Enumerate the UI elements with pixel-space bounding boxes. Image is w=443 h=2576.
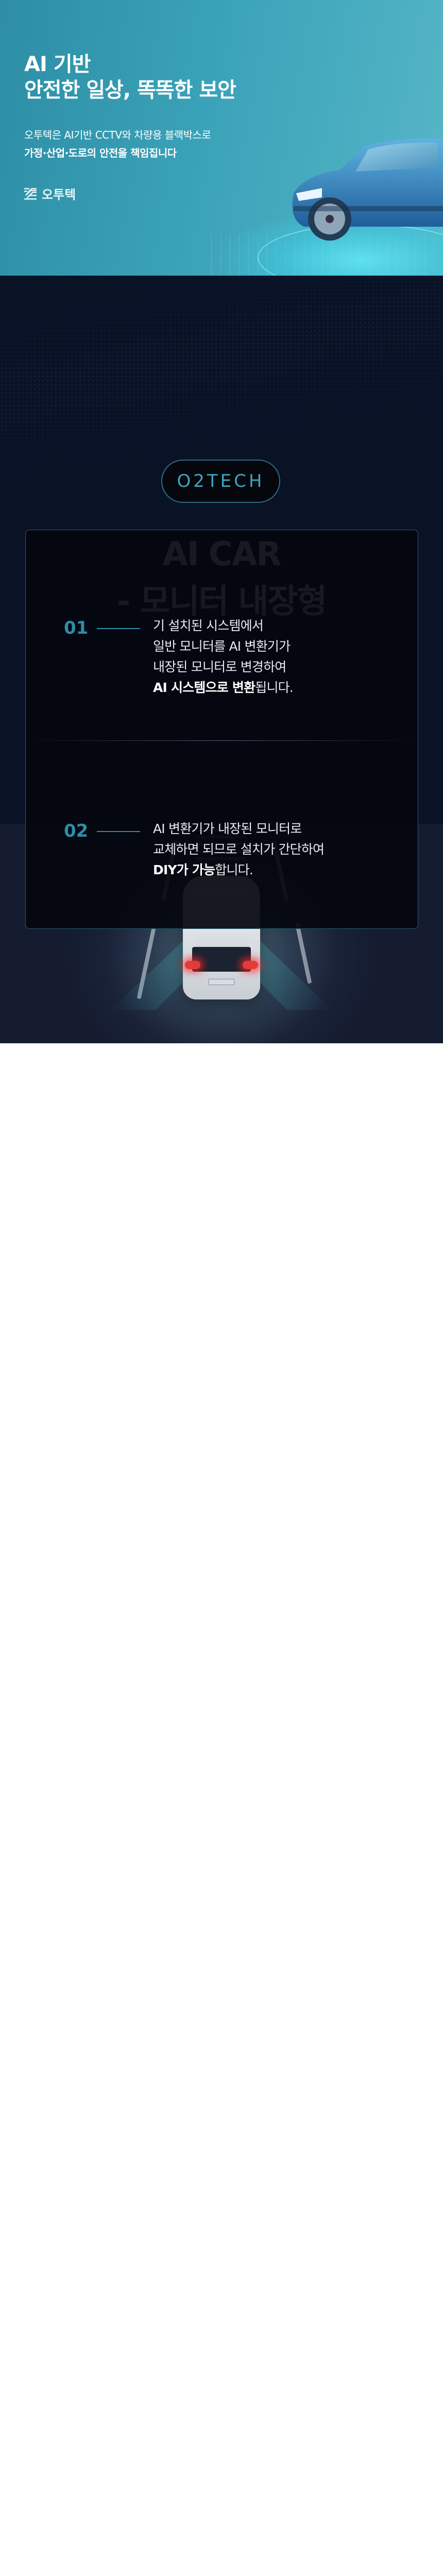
item-number: 02	[64, 821, 89, 841]
feature-card-area: 01 기 설치된 시스템에서 일반 모니터를 AI 변환기가 내장된 모니터로 …	[0, 505, 443, 969]
hero-title-line2: 안전한 일상, 똑똑한 보안	[24, 78, 236, 102]
item-text: AI 변환기가 내장된 모니터로 교체하면 되므로 설치가 간단하여 DIY가 …	[153, 819, 325, 880]
hero-subtitle: 오투텍은 AI기반 CCTV와 차량용 블랙박스로 가정·산업·도로의 안전을 …	[24, 126, 211, 162]
feature-card: 01 기 설치된 시스템에서 일반 모니터를 AI 변환기가 내장된 모니터로 …	[25, 530, 418, 929]
dot-wave-decoration	[0, 276, 443, 482]
card-divider	[26, 740, 417, 741]
item-text-line: DIY가 가능합니다.	[153, 860, 324, 880]
item-connector-line	[97, 628, 140, 629]
hero-title: AI 기반 안전한 일상, 똑똑한 보안	[24, 52, 236, 103]
item-text-line: AI 변환기가 내장된 모니터로	[153, 821, 302, 836]
brand-logo-text: 오투텍	[42, 188, 76, 202]
intro-section: O2TECH AI CAR - 모니터 내장형	[0, 276, 443, 1043]
brand-logo-icon	[24, 188, 37, 199]
item-text: 기 설치된 시스템에서 일반 모니터를 AI 변환기가 내장된 모니터로 변경하…	[153, 616, 294, 698]
item-text-line: AI 시스템으로 변환됩니다.	[153, 677, 294, 698]
item-text-line: 일반 모니터를 AI 변환기가	[153, 639, 291, 654]
product-detail-page: AI 기반 안전한 일상, 똑똑한 보안 오투텍은 AI기반 CCTV와 차량용…	[0, 0, 443, 1043]
item-text-rest: 합니다.	[215, 862, 253, 877]
hero-subtitle-line2: 가정·산업·도로의 안전을 책임집니다	[24, 147, 177, 159]
car-rear-window	[192, 947, 251, 972]
item-connector-line	[97, 831, 140, 832]
item-text-line: 교체하면 되므로 설치가 간단하여	[153, 842, 325, 857]
item-text-line: 기 설치된 시스템에서	[153, 618, 264, 633]
tail-light-left	[185, 961, 200, 969]
tail-light-right	[243, 961, 258, 969]
brand-logo: 오투텍	[24, 184, 76, 202]
license-plate	[209, 979, 234, 985]
item-text-line: 내장된 모니터로 변경하여	[153, 659, 286, 674]
item-number: 01	[64, 618, 89, 638]
sedan-car-image	[292, 139, 443, 241]
hero-title-line1: AI 기반	[24, 53, 91, 76]
item-highlight: AI 시스템으로 변환	[153, 680, 255, 695]
item-text-rest: 됩니다.	[255, 680, 294, 695]
hero-subtitle-line1: 오투텍은 AI기반 CCTV와 차량용 블랙박스로	[24, 129, 211, 141]
brand-badge: O2TECH	[161, 460, 280, 503]
hero-banner: AI 기반 안전한 일상, 똑똑한 보안 오투텍은 AI기반 CCTV와 차량용…	[0, 0, 443, 276]
item-highlight: DIY가 가능	[153, 862, 215, 877]
